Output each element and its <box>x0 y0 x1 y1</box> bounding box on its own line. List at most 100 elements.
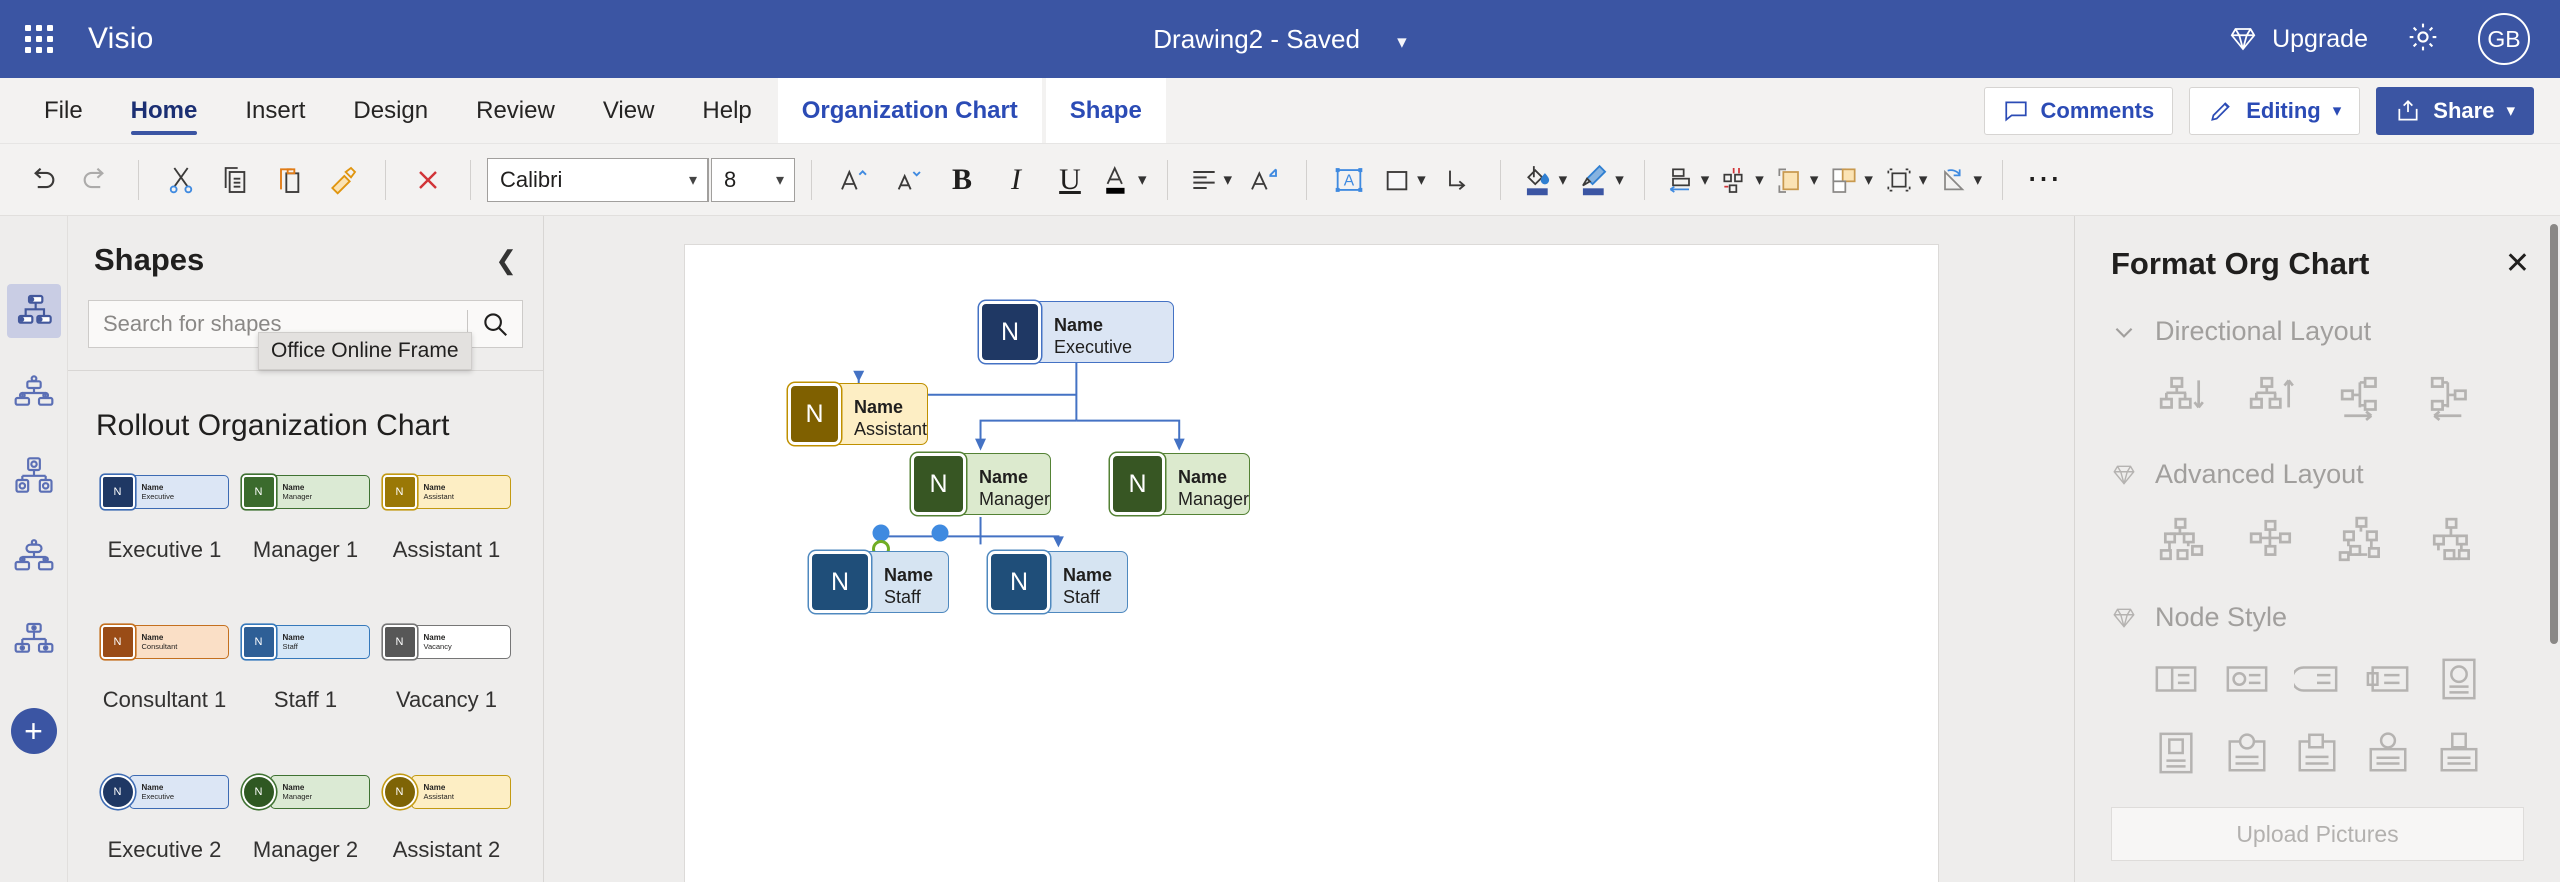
fill-color-button[interactable]: ▾ <box>1517 154 1572 206</box>
rail-item-org-chart-2[interactable] <box>7 366 61 420</box>
grow-font-button[interactable] <box>828 154 880 206</box>
collapse-panel-chevron-left-icon[interactable]: ❮ <box>495 244 517 275</box>
upgrade-button[interactable]: Upgrade <box>2228 24 2368 54</box>
send-backward-button[interactable]: ▾ <box>1824 154 1877 206</box>
node-style-tag-card-icon[interactable] <box>2289 651 2345 707</box>
delete-button[interactable] <box>402 154 454 206</box>
tab-file[interactable]: File <box>44 96 83 124</box>
close-icon[interactable]: ✕ <box>2504 247 2530 280</box>
panel-scrollbar[interactable] <box>2550 224 2558 644</box>
app-launcher-icon[interactable] <box>22 22 56 56</box>
layout-bottom-to-top-icon[interactable] <box>2244 369 2300 425</box>
section-node-style-header[interactable]: Node Style <box>2111 602 2524 633</box>
line-color-button[interactable]: ▾ <box>1573 154 1628 206</box>
bring-forward-button[interactable]: ▾ <box>1770 154 1823 206</box>
user-avatar[interactable]: GB <box>2478 13 2530 65</box>
connector-midpoint-handle[interactable] <box>872 524 890 542</box>
comments-button[interactable]: Comments <box>1983 86 2174 135</box>
settings-gear-icon[interactable] <box>2406 20 2440 59</box>
node-style-badge-card-icon[interactable] <box>2360 651 2416 707</box>
font-size-select[interactable]: 8 ▾ <box>711 157 795 202</box>
format-painter-button[interactable] <box>317 154 369 206</box>
align-objects-button[interactable]: ▾ <box>1661 154 1714 206</box>
advanced-layout-4-icon[interactable] <box>2425 512 2481 568</box>
position-button[interactable]: ▾ <box>1715 154 1768 206</box>
rail-item-org-chart-3[interactable] <box>7 448 61 502</box>
comments-label: Comments <box>2040 97 2155 123</box>
rail-item-org-chart-5[interactable] <box>7 612 61 666</box>
rotate-button[interactable]: ▾ <box>1933 154 1986 206</box>
node-style-top-square-overlap-icon[interactable] <box>2289 725 2345 781</box>
tab-review[interactable]: Review <box>476 96 555 124</box>
node-style-portrait-square-icon[interactable] <box>2148 725 2204 781</box>
node-style-top-circle-overlap-icon[interactable] <box>2219 725 2275 781</box>
text-box-button[interactable]: A <box>1323 154 1375 206</box>
document-title[interactable]: Drawing2 - Saved <box>1153 23 1360 54</box>
tab-view[interactable]: View <box>602 96 655 124</box>
tab-shape[interactable]: Shape <box>1045 78 1166 143</box>
tab-organization-chart[interactable]: Organization Chart <box>777 78 1042 143</box>
upload-pictures-button[interactable]: Upload Pictures <box>2111 807 2524 861</box>
redo-button[interactable] <box>70 154 122 206</box>
section-directional-layout-header[interactable]: Directional Layout <box>2111 316 2524 347</box>
node-style-above-circle-icon[interactable] <box>2360 725 2416 781</box>
tab-design[interactable]: Design <box>353 96 429 124</box>
advanced-layout-1-icon[interactable] <box>2154 512 2210 568</box>
add-stencil-button[interactable]: + <box>10 708 57 754</box>
copy-button[interactable] <box>209 154 261 206</box>
connector-button[interactable] <box>1432 154 1484 206</box>
advanced-layout-3-icon[interactable] <box>2335 512 2391 568</box>
advanced-layout-2-icon[interactable] <box>2244 512 2300 568</box>
bold-button[interactable]: B <box>936 154 988 206</box>
search-icon[interactable] <box>468 309 522 339</box>
tab-insert[interactable]: Insert <box>245 96 306 124</box>
rail-item-org-chart-4[interactable] <box>7 530 61 584</box>
font-color-button[interactable]: ▾ <box>1098 154 1151 206</box>
connector-endpoint-handle[interactable] <box>931 524 949 542</box>
layout-top-to-bottom-icon[interactable] <box>2154 369 2210 425</box>
tab-home[interactable]: Home <box>107 78 222 143</box>
editing-button[interactable]: Editing ▾ <box>2189 86 2361 135</box>
node-style-circle-card-icon[interactable] <box>2219 651 2275 707</box>
cut-button[interactable] <box>155 154 207 206</box>
share-button[interactable]: Share ▾ <box>2376 86 2534 135</box>
node-style-portrait-circle-icon[interactable] <box>2431 651 2487 707</box>
text-direction-button[interactable] <box>1238 154 1290 206</box>
underline-button[interactable]: U <box>1044 154 1096 206</box>
tab-help[interactable]: Help <box>702 96 752 124</box>
shape-gallery-button[interactable]: ▾ <box>1377 154 1430 206</box>
italic-button[interactable]: I <box>990 154 1042 206</box>
chevron-down-icon[interactable]: ▾ <box>1397 31 1407 53</box>
group-button[interactable]: ▾ <box>1879 154 1932 206</box>
brand-visio[interactable]: Visio <box>88 22 154 55</box>
paste-button[interactable] <box>263 154 315 206</box>
shrink-font-button[interactable] <box>882 154 934 206</box>
align-button[interactable]: ▾ <box>1184 154 1237 206</box>
section-advanced-layout-header[interactable]: Advanced Layout <box>2111 459 2524 490</box>
font-name-select[interactable]: Calibri ▾ <box>487 157 709 202</box>
node-style-above-square-icon[interactable] <box>2431 725 2487 781</box>
layout-right-to-left-icon[interactable] <box>2425 369 2481 425</box>
undo-button[interactable] <box>16 154 68 206</box>
node-style-split-card-icon[interactable] <box>2148 651 2204 707</box>
layout-left-to-right-icon[interactable] <box>2335 369 2391 425</box>
rail-item-rollout-org-chart[interactable] <box>6 284 61 338</box>
more-options-button[interactable]: ⋯ <box>2019 154 2071 206</box>
